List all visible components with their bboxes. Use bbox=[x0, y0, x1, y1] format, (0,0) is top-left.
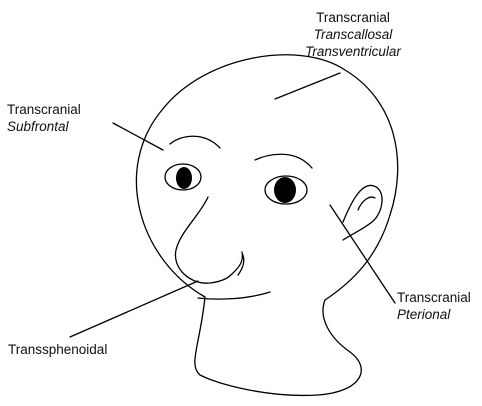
label-top-line1: Transcranial bbox=[283, 9, 423, 26]
label-top-line3: Transventricular bbox=[283, 43, 423, 60]
pointer-line-bottom bbox=[70, 281, 198, 337]
left-eye-pupil bbox=[176, 167, 192, 189]
pointer-line-right bbox=[330, 205, 395, 303]
left-eyebrow bbox=[170, 136, 220, 148]
label-pterional: Transcranial Pterional bbox=[397, 289, 471, 323]
right-eyebrow bbox=[255, 154, 312, 168]
label-left-line1: Transcranial bbox=[7, 101, 81, 118]
ear-inner bbox=[358, 197, 375, 210]
pointer-line-top bbox=[275, 73, 340, 99]
label-left-line2: Subfrontal bbox=[7, 118, 81, 135]
label-subfrontal: Transcranial Subfrontal bbox=[7, 101, 81, 135]
head-outline bbox=[136, 55, 397, 396]
label-top-line2: Transcallosal bbox=[283, 26, 423, 43]
label-right-line1: Transcranial bbox=[397, 289, 471, 306]
label-transcallosal: Transcranial Transcallosal Transventricu… bbox=[283, 9, 423, 60]
label-transsphenoidal: Transsphenoidal bbox=[8, 341, 107, 358]
ear bbox=[343, 185, 382, 240]
label-right-line2: Pterional bbox=[397, 306, 471, 323]
label-bottom-line1: Transsphenoidal bbox=[8, 341, 107, 358]
pointer-line-left bbox=[113, 123, 163, 150]
mouth bbox=[198, 292, 270, 299]
nose bbox=[175, 197, 242, 283]
right-eye-pupil bbox=[274, 177, 296, 203]
